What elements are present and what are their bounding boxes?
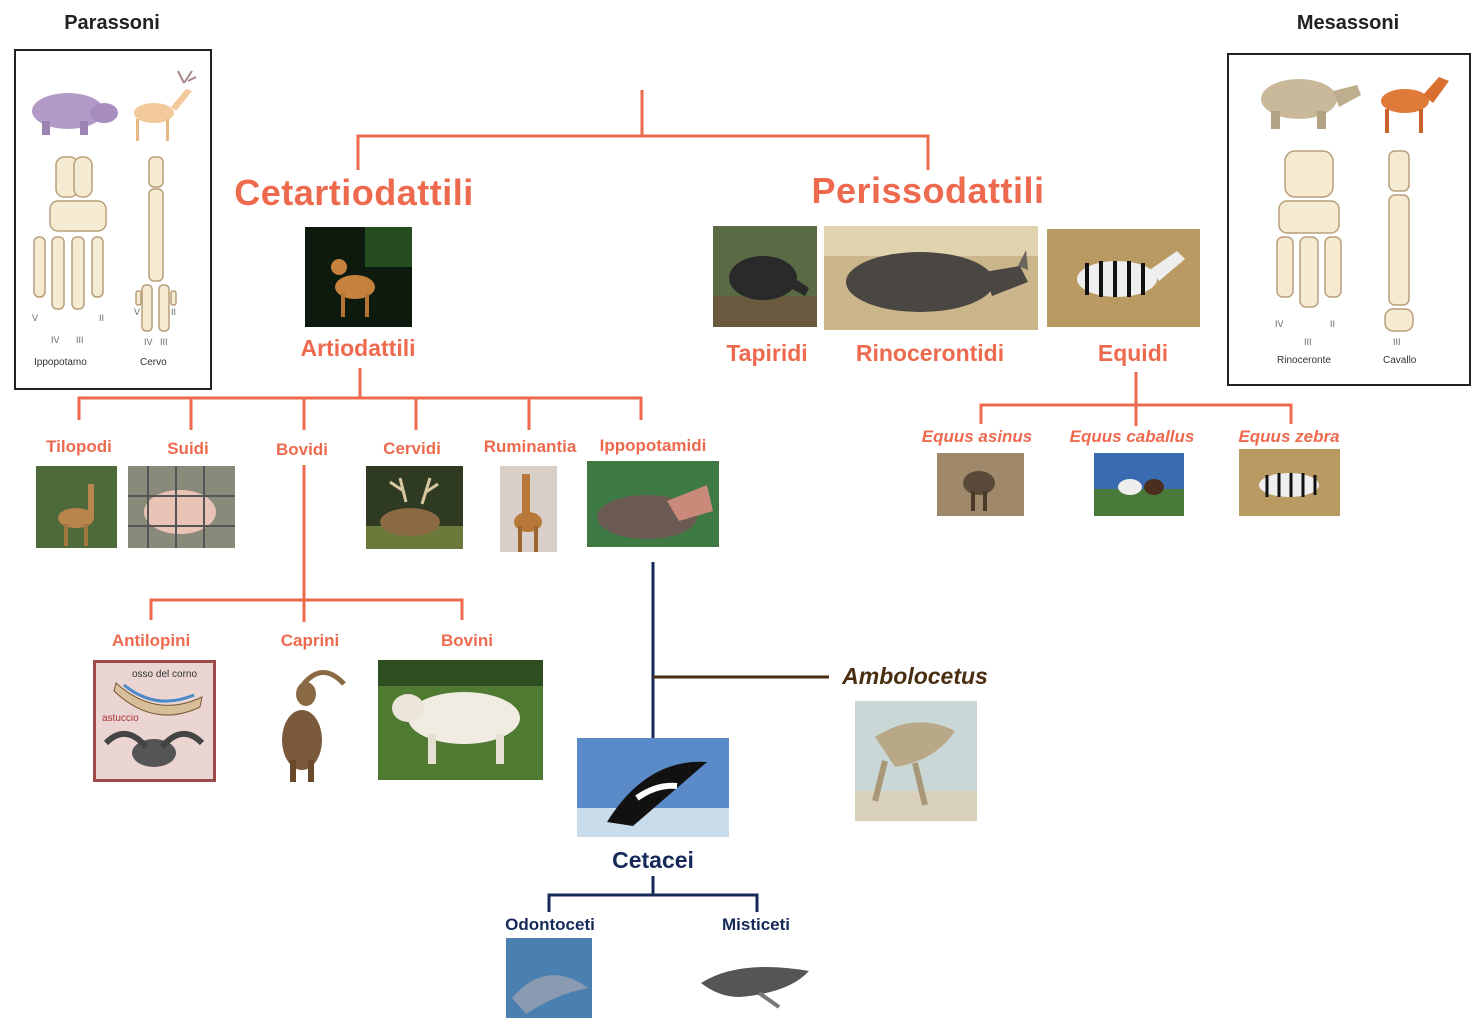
suborder-label-odontoceti: Odontoceti: [505, 915, 595, 934]
family-label-rinocerontidi: Rinocerontidi: [855, 340, 1005, 366]
family-label-ruminantia: Ruminantia: [483, 437, 577, 456]
hippo-caption: Ippopotamo: [34, 357, 87, 368]
species-label-equus-caballus: Equus caballus: [1069, 427, 1195, 446]
order-title-cetartiodattili: Cetartiodattili: [234, 172, 474, 213]
cetacei-photo: [577, 738, 729, 837]
ruminantia-photo: [500, 466, 557, 552]
equus-caballus-photo: [1094, 453, 1184, 516]
ambolocetus-label: Ambolocetus: [842, 663, 988, 689]
deer-figure: [134, 70, 197, 141]
family-label-tapiridi: Tapiridi: [726, 340, 808, 366]
horse-figure: [1381, 77, 1449, 133]
suidi-photo: [128, 466, 235, 548]
family-label-tilopodi: Tilopodi: [46, 437, 112, 456]
horn-core-label: osso del corno: [132, 669, 197, 680]
subfamily-label-caprini: Caprini: [280, 631, 340, 650]
tapiridi-photo: [713, 226, 817, 327]
antilopini-figure: osso del corno astuccio: [93, 660, 216, 782]
parassoni-header: Parassoni: [64, 12, 160, 34]
svg-text:IV: IV: [51, 335, 60, 345]
species-label-equus-asinus: Equus asinus: [921, 427, 1033, 446]
species-label-equus-zebra: Equus zebra: [1238, 427, 1340, 446]
parassoni-illustration: V IV III II V IV III II Ippopotamo Cervo: [32, 70, 197, 368]
mesassoni-illustration: IV III II III Rinoceronte Cavallo: [1261, 77, 1449, 366]
odontoceti-photo: [506, 938, 592, 1018]
deer-caption: Cervo: [140, 357, 167, 368]
equus-zebra-photo: [1239, 449, 1340, 516]
svg-text:V: V: [134, 307, 140, 317]
family-label-cervidi: Cervidi: [383, 439, 441, 458]
hippo-foot-bones: [33, 156, 107, 310]
families-branch: [77, 396, 643, 420]
bovidi-branch: [149, 598, 464, 620]
subfamily-label-antilopini: Antilopini: [111, 631, 191, 650]
hippo-figure: [32, 93, 118, 135]
svg-text:II: II: [1330, 319, 1335, 329]
order-branch: [356, 134, 930, 170]
artiodattili-photo: [305, 227, 412, 327]
bovini-photo: [378, 660, 543, 780]
svg-text:V: V: [32, 313, 38, 323]
cetacei-label: Cetacei: [612, 847, 694, 873]
tilopodi-photo: [36, 466, 117, 548]
digit-numerals: IV III II III: [1275, 319, 1401, 347]
cetacei-branch: [547, 893, 759, 912]
svg-text:II: II: [99, 313, 104, 323]
horse-foot-bones: [1384, 150, 1414, 332]
mesassoni-panel: IV III II III Rinoceronte Cavallo: [1227, 53, 1471, 386]
family-label-bovidi: Bovidi: [276, 440, 328, 459]
family-label-ippopotamidi: Ippopotamidi: [599, 436, 707, 455]
ippopotamidi-photo: [587, 461, 719, 547]
family-label-equidi: Equidi: [1097, 340, 1169, 366]
svg-text:III: III: [160, 337, 168, 347]
mesassoni-header: Mesassoni: [1296, 12, 1400, 34]
subfamily-label-bovini: Bovini: [441, 631, 493, 650]
rhino-foot-bones: [1276, 150, 1342, 308]
deer-foot-bones: [135, 156, 177, 332]
sheath-label: astuccio: [102, 713, 139, 724]
order-title-perissodattili: Perissodattili: [811, 170, 1045, 211]
misticeti-illustration: [699, 953, 817, 1009]
equidi-photo: [1047, 229, 1200, 327]
suborder-label-misticeti: Misticeti: [721, 915, 791, 934]
equus-asinus-photo: [937, 453, 1024, 516]
svg-text:IV: IV: [144, 337, 153, 347]
caprini-photo: [272, 664, 348, 782]
svg-text:III: III: [76, 335, 84, 345]
artiodattili-label: Artiodattili: [300, 335, 416, 361]
digit-numerals: V IV III II V IV III II: [32, 307, 176, 347]
family-label-suidi: Suidi: [167, 439, 209, 458]
svg-text:IV: IV: [1275, 319, 1284, 329]
svg-text:II: II: [171, 307, 176, 317]
svg-text:III: III: [1304, 337, 1312, 347]
parassoni-panel: V IV III II V IV III II Ippopotamo Cervo: [14, 49, 212, 390]
horse-caption: Cavallo: [1383, 355, 1417, 366]
rinocerontidi-photo: [824, 226, 1038, 330]
rhino-caption: Rinoceronte: [1277, 355, 1331, 366]
ambolocetus-illustration: [855, 701, 977, 821]
rhino-figure: [1261, 79, 1361, 129]
svg-text:III: III: [1393, 337, 1401, 347]
cervidi-photo: [366, 466, 463, 549]
